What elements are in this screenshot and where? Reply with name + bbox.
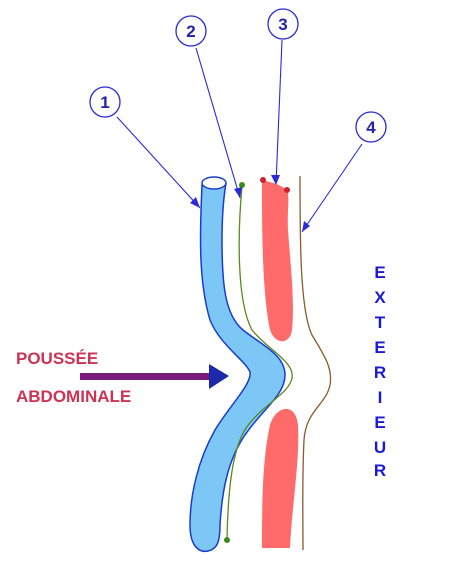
exterior-letter-1: E	[374, 263, 385, 282]
callout-1: 1	[89, 86, 121, 118]
callout-arrowheads	[190, 175, 310, 232]
callout-3: 3	[267, 8, 299, 40]
muscle-upper	[262, 180, 293, 342]
callout-2: 2	[175, 15, 207, 47]
exterior-letter-9: R	[374, 461, 386, 480]
callout-2-number: 2	[186, 22, 195, 41]
fascia-top-dot	[239, 182, 245, 188]
exterior-letter-8: U	[374, 438, 386, 457]
arrowhead-1	[190, 197, 200, 208]
exterior-letter-5: R	[374, 363, 386, 382]
exterior-letter-6: I	[378, 388, 383, 407]
push-label-line1: POUSSÉE	[16, 349, 98, 368]
arrowhead-4	[302, 221, 310, 232]
exterior-label: E X T E R I E U R	[374, 263, 386, 480]
fascia-line	[226, 185, 293, 541]
callout-3-number: 3	[278, 15, 287, 34]
callout-line-1	[116, 116, 201, 209]
callout-line-3	[275, 39, 283, 185]
callout-line-4	[301, 143, 363, 233]
callout-1-number: 1	[100, 93, 109, 112]
push-arrow	[80, 364, 229, 389]
callout-4-number: 4	[366, 118, 376, 137]
blue-tube-top-opening	[201, 176, 227, 190]
muscle-dot-left	[260, 177, 266, 183]
exterior-letter-4: E	[374, 338, 385, 357]
callout-lines	[116, 39, 363, 233]
callout-line-2	[195, 47, 241, 199]
arrowhead-2	[234, 187, 242, 198]
blue-tube	[189, 177, 286, 553]
arrowhead-3	[271, 175, 280, 185]
exterior-letter-2: X	[374, 288, 386, 307]
callout-4: 4	[355, 111, 387, 143]
push-label-line2: ABDOMINALE	[16, 387, 131, 406]
muscle-dot-right	[284, 187, 290, 193]
muscle-lower	[262, 408, 299, 548]
skin-line	[299, 175, 332, 551]
exterior-letter-3: T	[375, 313, 386, 332]
exterior-letter-7: E	[374, 413, 385, 432]
fascia-bottom-dot	[224, 537, 230, 543]
